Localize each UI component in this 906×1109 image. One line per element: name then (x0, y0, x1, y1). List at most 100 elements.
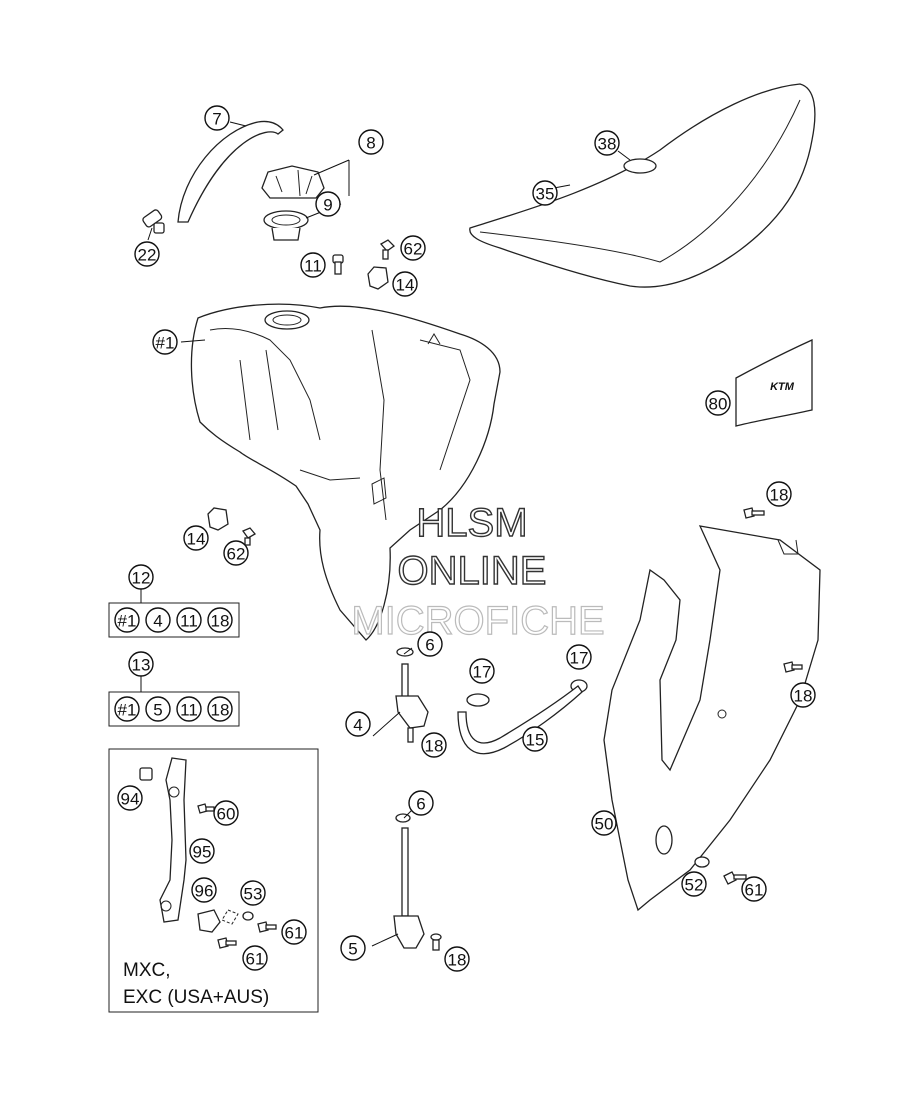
callout-label: 22 (138, 246, 157, 265)
kit-item-label: 18 (211, 701, 230, 720)
callout-c18c: 18 (790, 682, 816, 708)
callout-c61a: 61 (741, 876, 767, 902)
callout-c62a: 62 (400, 235, 426, 261)
callout-c61b: 61 (281, 919, 307, 945)
callout-label: 38 (598, 135, 617, 154)
callout-label: 6 (425, 636, 434, 655)
callout-label: 14 (187, 530, 206, 549)
callout-c18b: 18 (766, 481, 792, 507)
callout-c80: 80 (705, 390, 731, 416)
callout-label: 18 (794, 687, 813, 706)
callout-c6b: 6 (408, 790, 434, 816)
kit-item-label: #1 (118, 612, 137, 631)
inset-note-line1: MXC, (123, 960, 171, 981)
screw-61-panel (723, 871, 747, 885)
kit13-item: 18 (207, 696, 233, 722)
screw-61-inset-b (217, 937, 237, 949)
callout-c50: 50 (591, 810, 617, 836)
callout-label: 18 (448, 951, 467, 970)
callout-layer: 789221162143835#180146212136418171715181… (117, 105, 816, 972)
vent-valve (142, 209, 165, 234)
decal: KTM (735, 338, 813, 427)
bushing-96 (197, 909, 221, 933)
side-panel (603, 525, 821, 912)
washer-52 (694, 856, 710, 868)
kit12-item: 4 (145, 607, 171, 633)
callout-c1: #1 (152, 329, 178, 355)
callout-label: 13 (132, 656, 151, 675)
callout-label: 80 (709, 395, 728, 414)
callout-c18d: 18 (444, 946, 470, 972)
inset-note-line2: EXC (USA+AUS) (123, 987, 269, 1008)
callout-label: 62 (404, 240, 423, 259)
seat (469, 83, 816, 288)
callout-c12: 12 (128, 564, 154, 590)
callout-label: 18 (425, 737, 444, 756)
callout-c61c: 61 (242, 945, 268, 971)
callout-c15: 15 (522, 726, 548, 752)
screw-62-2 (242, 527, 256, 546)
kit-item-label: 18 (211, 612, 230, 631)
watermark-line2: ONLINE (398, 549, 547, 593)
callout-c96: 96 (191, 877, 217, 903)
kit-item-label: 11 (180, 612, 198, 631)
kit-item-label: 5 (153, 701, 162, 720)
kit12-item: #1 (114, 607, 140, 633)
callout-label: #1 (156, 334, 175, 353)
callout-c38: 38 (594, 130, 620, 156)
kit13-item: 5 (145, 696, 171, 722)
fuel-hose (457, 685, 583, 755)
callout-label: 6 (416, 795, 425, 814)
callout-label: 60 (217, 805, 236, 824)
callout-c9: 9 (315, 191, 341, 217)
callout-label: 17 (570, 649, 589, 668)
bracket-95 (159, 757, 187, 923)
callout-c13: 13 (128, 651, 154, 677)
callout-label: 14 (396, 276, 415, 295)
callout-label: 52 (685, 876, 704, 895)
callout-label: 35 (536, 185, 555, 204)
rubber-bushing (367, 266, 389, 290)
callout-label: 61 (285, 924, 304, 943)
svg-text:KTM: KTM (770, 381, 795, 393)
callout-c62b: 62 (223, 540, 249, 566)
callout-label: 15 (526, 731, 545, 750)
callout-label: 61 (745, 881, 764, 900)
screw-18-panel-mid (783, 661, 803, 673)
screw-61-inset-a (257, 921, 277, 933)
fuel-tap-2 (393, 813, 425, 949)
screw-62 (379, 239, 396, 260)
callout-c35: 35 (532, 180, 558, 206)
callout-label: 4 (353, 716, 362, 735)
callout-c5: 5 (340, 935, 366, 961)
callout-label: 94 (121, 790, 140, 809)
screw-11 (332, 254, 344, 275)
watermark: HLSM ONLINE MICROFICHE (351, 500, 606, 643)
kit13-item: 11 (176, 696, 202, 722)
seat-grommet (623, 158, 657, 174)
callout-c17a: 17 (469, 658, 495, 684)
callout-c14a: 14 (392, 271, 418, 297)
watermark-line1: HLSM (416, 501, 527, 545)
callout-label: 96 (195, 882, 214, 901)
washer-53 (221, 909, 254, 925)
vent-hose (177, 120, 284, 223)
callout-c11a: 11 (300, 252, 326, 278)
hose-clamp-a (466, 693, 490, 707)
callout-c6a: 6 (417, 631, 443, 657)
callout-label: 53 (244, 885, 263, 904)
kit12-item: 11 (176, 607, 202, 633)
callout-c22: 22 (134, 241, 160, 267)
callout-label: 17 (473, 663, 492, 682)
kit-item-label: 4 (153, 612, 162, 631)
callout-label: 61 (246, 950, 265, 969)
fuel-cap (261, 165, 325, 199)
callout-label: 5 (348, 940, 357, 959)
kit-item-label: 11 (180, 701, 198, 720)
callout-c14b: 14 (183, 525, 209, 551)
rubber-bushing-2 (207, 507, 229, 531)
callout-c94: 94 (117, 785, 143, 811)
callout-c52: 52 (681, 871, 707, 897)
